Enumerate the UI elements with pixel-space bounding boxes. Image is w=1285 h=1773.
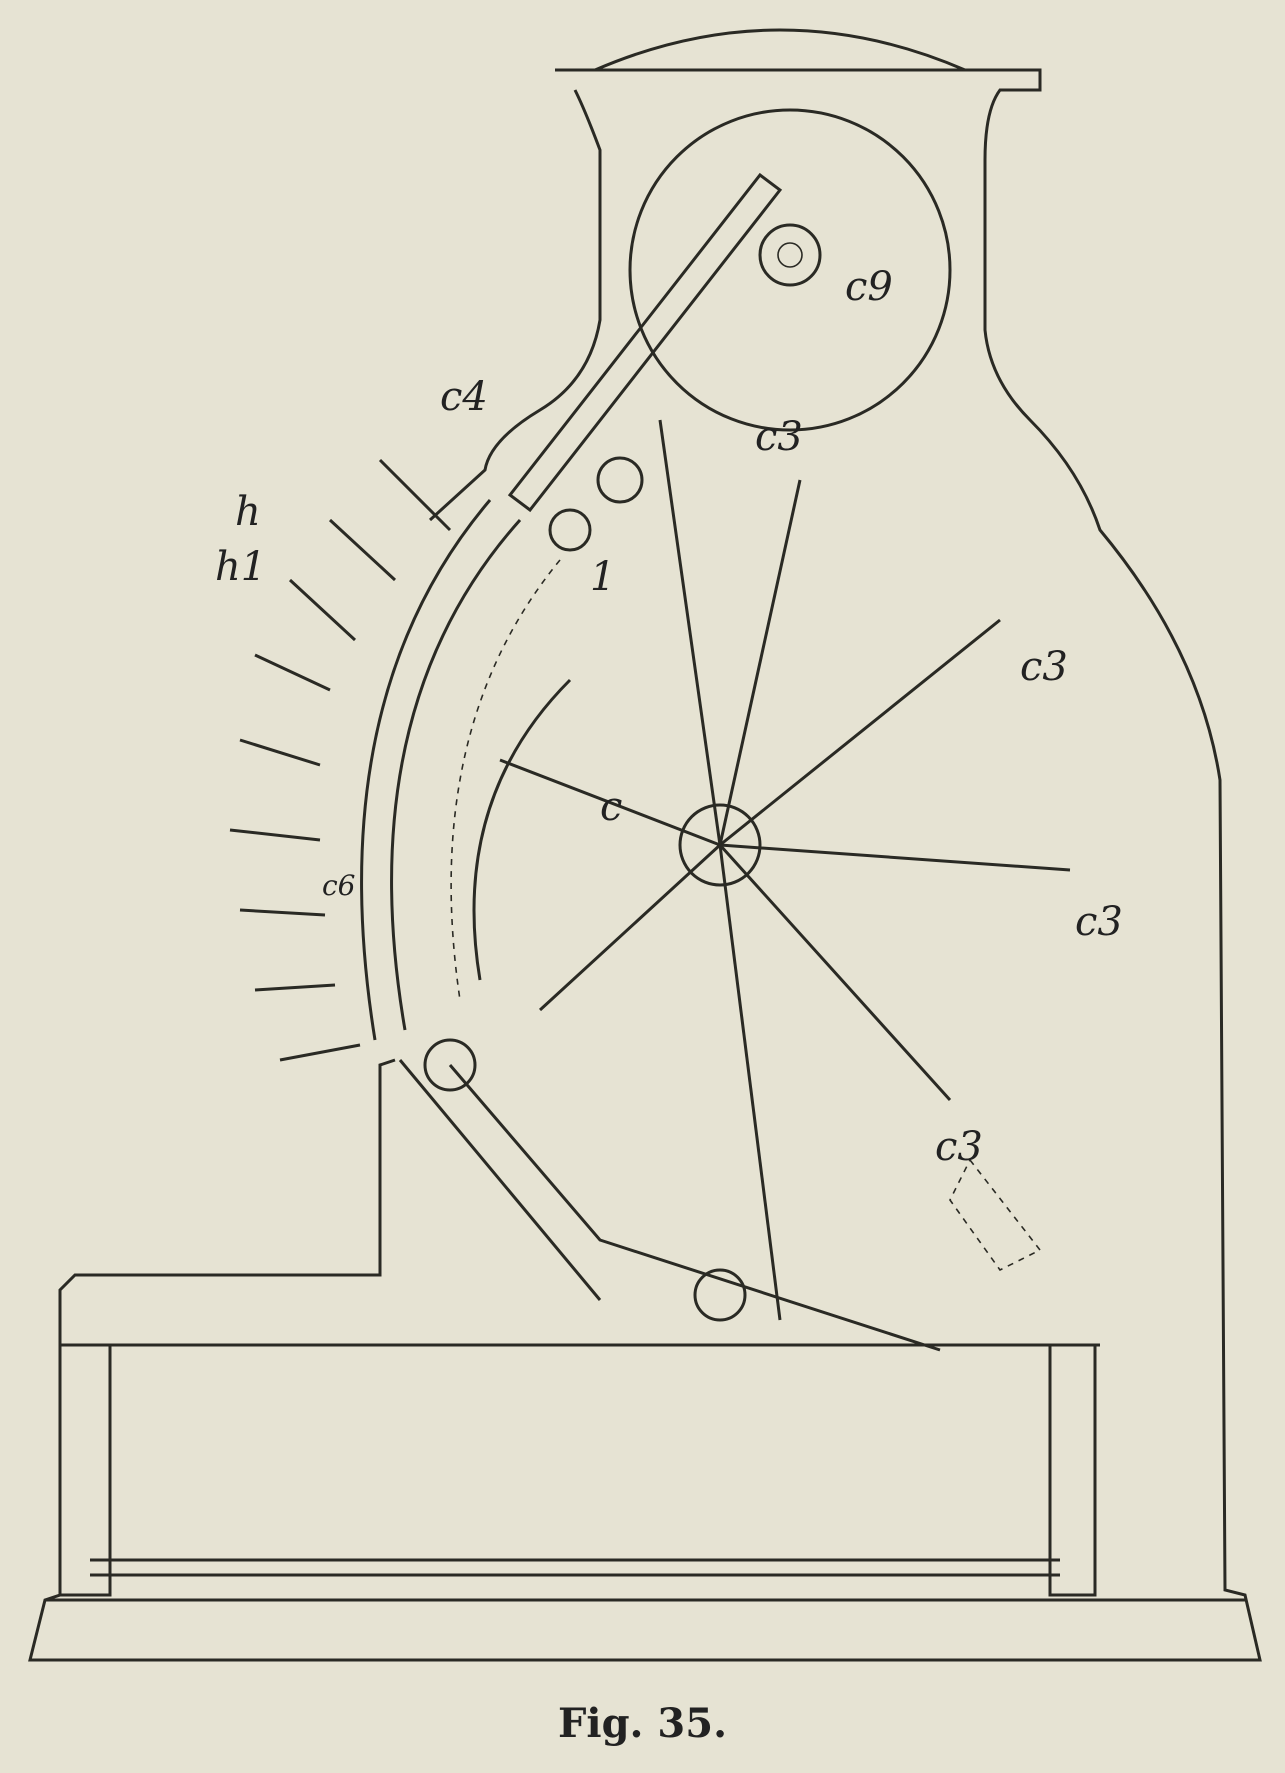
housing-outline: [28, 68, 1262, 1662]
segment-arc: [472, 678, 572, 981]
label-c3-right-lower: c3: [1075, 899, 1123, 945]
label-c4: c4: [440, 374, 488, 420]
label-c3-top: c3: [755, 414, 803, 460]
label-c: c: [600, 784, 622, 830]
label-1: 1: [590, 554, 615, 600]
lower-lever: [448, 1064, 941, 1352]
label-c3-bottom: c3: [935, 1124, 983, 1170]
top-dome: [594, 28, 966, 72]
label-c6: c6: [322, 869, 356, 902]
label-c3-right-upper: c3: [1020, 644, 1068, 690]
main-shaft: [678, 803, 762, 887]
label-h1: h1: [215, 544, 266, 590]
base-left-wall: [58, 1343, 112, 1597]
toothed-rack: [507, 172, 783, 513]
label-h: h: [235, 489, 261, 535]
wheel-spokes: [499, 419, 1071, 1321]
label-c9: c9: [845, 264, 893, 310]
keyboard-arc: [360, 499, 492, 1041]
indicator-drum: [628, 108, 952, 432]
keys: [229, 458, 452, 1062]
figure-caption: Fig. 35.: [557, 1700, 727, 1747]
pinion-gear: [758, 223, 822, 287]
base-right-wall: [1048, 1343, 1097, 1597]
